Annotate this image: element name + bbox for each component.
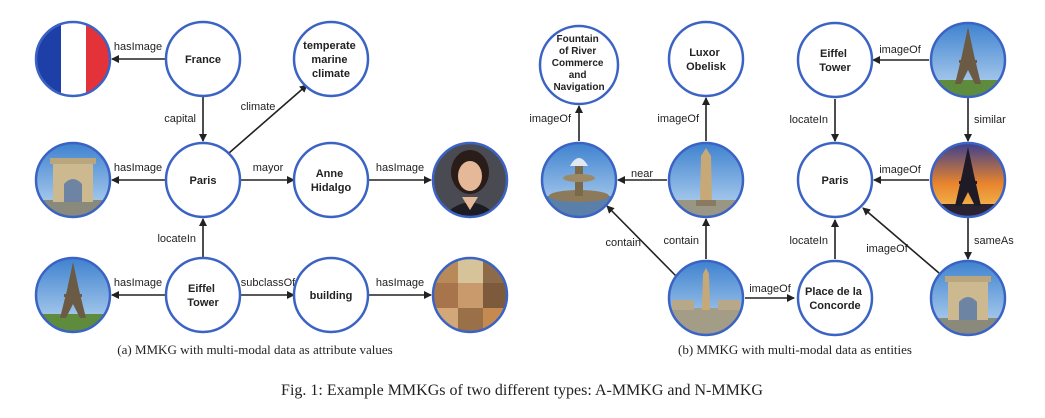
node-france [164,20,242,98]
node-temperate-label: temperate marine climate [303,40,359,80]
edge-label-anne-hasimage: hasImage [376,162,424,174]
panel-b-nodes [538,20,874,337]
edge-label-contain-up: contain [664,235,699,247]
edge-label-similar: similar [974,114,1006,126]
node-eiffel-a [164,256,242,334]
arc-de-triomphe-image-a [36,143,110,217]
panel-a-caption: (a) MMKG with multi-modal data as attrib… [117,342,392,357]
edge-label-building-hasimage: hasImage [376,277,424,289]
panel-b-caption: (b) MMKG with multi-modal data as entiti… [678,342,912,357]
edge-label-imageof-luxor: imageOf [657,113,700,125]
node-paris-b [796,141,874,219]
edge-label-subclassof: subclassOf [241,277,296,289]
node-concorde [796,259,874,337]
edge-label-imageof-concorde: imageOf [749,283,792,295]
node-concorde-label: Place de la Concorde [805,286,865,312]
edge-label-locatein-concorde: locateIn [789,235,828,247]
node-building [292,256,370,334]
node-eiffel-b-label: Eiffel Tower [819,48,851,74]
eiffel-tower-day-image [931,23,1005,97]
edge-label-paris-hasimage: hasImage [114,162,162,174]
edge-label-near: near [631,168,653,180]
edge-label-locatein: locateIn [157,233,196,245]
figure-caption: Fig. 1: Example MMKGs of two different t… [281,382,763,399]
edge-label-locatein-eiffel: locateIn [789,114,828,126]
node-eiffel-b [796,21,874,99]
concorde-square-photo-image [669,261,743,335]
edge-imageof-arc [862,207,940,274]
panel-a-edges [111,55,432,299]
edge-label-france-hasimage: hasImage [114,41,162,53]
node-eiffel-a-label: Eiffel Tower [187,283,219,309]
panel-a-nodes [164,20,370,334]
edge-label-eiffel-hasimage: hasImage [114,277,162,289]
panel-b-edges [575,56,972,302]
edge-label-capital: capital [164,113,196,125]
node-building-label: building [310,290,353,302]
node-anne-label: Anne Hidalgo [311,168,352,194]
eiffel-tower-sunset-image [931,143,1005,217]
node-paris-b-label: Paris [822,175,849,187]
node-luxor-label: Luxor Obelisk [686,47,727,73]
node-fountain-label: Fountain of River Commerce and Navigatio… [552,34,606,93]
edge-climate [228,84,308,154]
edge-label-sameas: sameAs [974,235,1014,247]
edge-label-contain-left: contain [606,237,641,249]
edge-label-imageof-fountain: imageOf [529,113,572,125]
node-temperate-climate [292,20,370,98]
edge-label-climate: climate [241,101,276,113]
node-luxor-obelisk [667,20,745,98]
edge-label-imageof-arc: imageOf [866,243,909,255]
edge-label-mayor: mayor [253,162,284,174]
node-anne-hidalgo [292,141,370,219]
edge-label-imageof-paris: imageOf [879,164,922,176]
edge-contain-left [606,205,677,277]
node-france-label: France [185,54,221,66]
node-paris-a-label: Paris [190,175,217,187]
edge-label-imageof-eiffel: imageOf [879,44,922,56]
node-paris-a [164,141,242,219]
node-fountain [538,24,620,106]
